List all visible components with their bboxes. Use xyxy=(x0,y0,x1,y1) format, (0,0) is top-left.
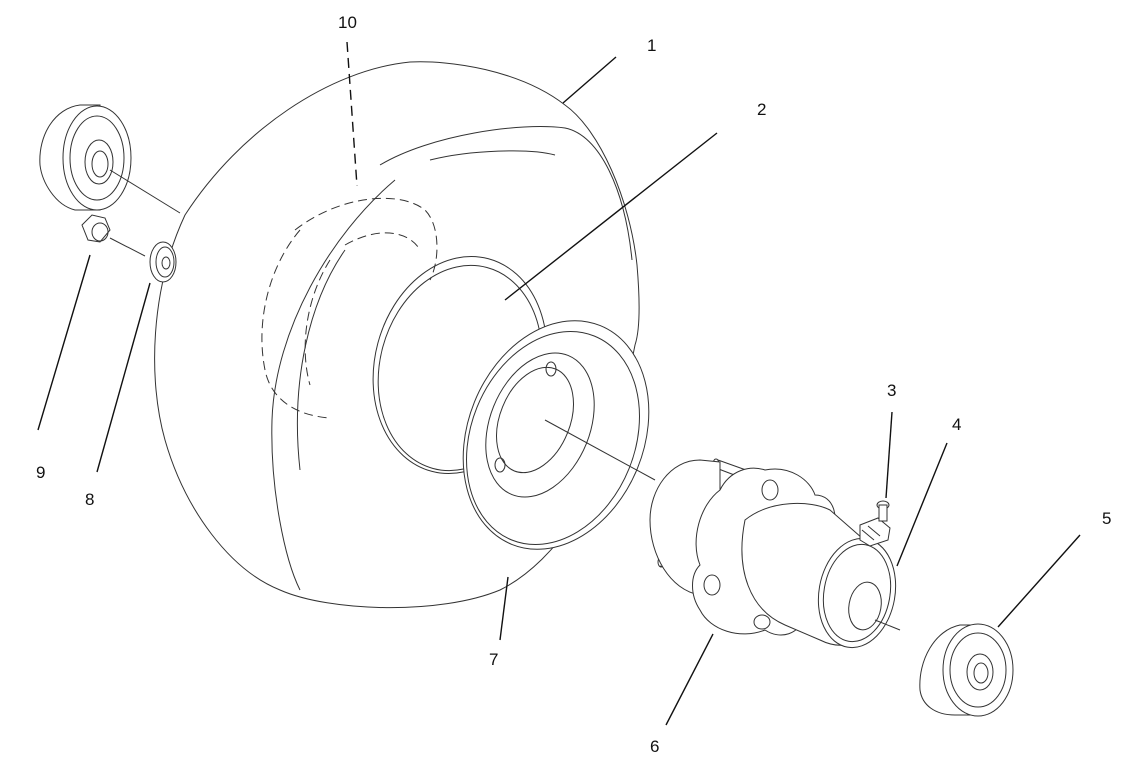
leader-3 xyxy=(885,411,893,499)
hub xyxy=(649,458,897,649)
grease-fitting xyxy=(859,500,891,547)
callout-2: 2 xyxy=(757,100,766,119)
leader-10 xyxy=(346,41,358,187)
bearing-left xyxy=(39,104,132,211)
leader-6 xyxy=(665,633,714,726)
leader-7 xyxy=(499,576,509,641)
callout-1: 1 xyxy=(647,36,656,55)
leader-5 xyxy=(997,534,1081,628)
callout-labels: 1 2 3 4 5 6 7 8 9 10 xyxy=(36,13,1111,756)
callout-4: 4 xyxy=(952,415,961,434)
leader-9 xyxy=(37,254,91,431)
assembly-axis-lines xyxy=(109,169,901,631)
callout-8: 8 xyxy=(85,490,94,509)
callout-9: 9 xyxy=(36,463,45,482)
inner-tube xyxy=(261,197,438,419)
leader-1 xyxy=(562,56,617,104)
leader-2 xyxy=(504,132,718,301)
wheel-hub-half xyxy=(462,320,650,550)
leader-8 xyxy=(96,282,151,473)
nut xyxy=(81,214,111,243)
callout-7: 7 xyxy=(489,650,498,669)
leader-lines xyxy=(37,41,1081,726)
callout-5: 5 xyxy=(1102,509,1111,528)
leader-4 xyxy=(896,442,948,567)
callout-10: 10 xyxy=(338,13,357,32)
washer xyxy=(149,241,177,283)
callout-3: 3 xyxy=(887,381,896,400)
bearing-right xyxy=(919,623,1014,717)
callout-6: 6 xyxy=(650,737,659,756)
